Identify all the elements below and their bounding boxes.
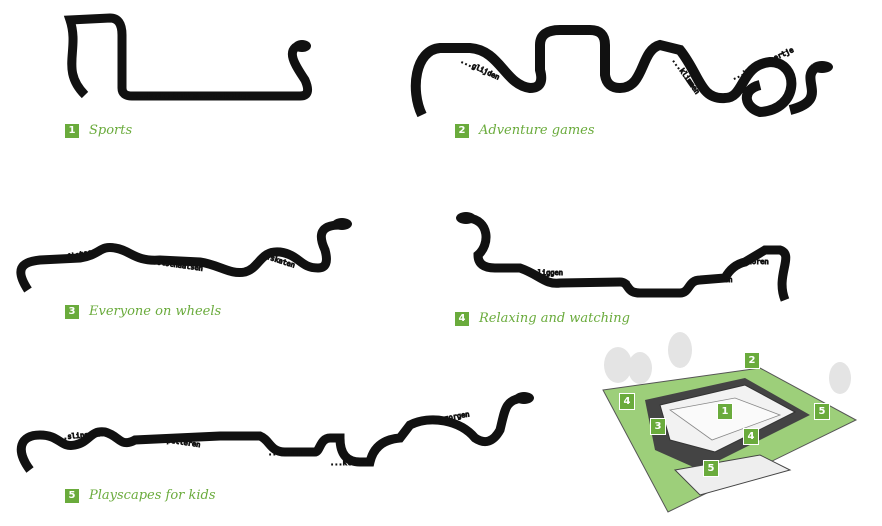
caption-relaxing: 4 Relaxing and watching xyxy=(455,311,630,326)
site-tag: 5 xyxy=(814,403,830,420)
section-title: Sports xyxy=(89,123,133,138)
snake-adventure: ...glijden ...hangen ...klimmen ...verst… xyxy=(410,25,833,118)
snake-label: ...voetballen xyxy=(195,92,250,100)
site-tag: 4 xyxy=(743,428,759,445)
snake-head xyxy=(293,40,311,52)
snake-wheels: ...fietscross ...rolschaatsen ...skaten xyxy=(16,218,352,293)
snake-label: ...varen xyxy=(268,449,302,457)
site-tag: 4 xyxy=(619,393,635,410)
caption-playscapes: 5 Playscapes for kids xyxy=(65,488,216,503)
snake-head xyxy=(514,392,534,404)
snake-head xyxy=(811,61,833,73)
snake-label: ...zien xyxy=(703,276,733,284)
caption-adventure: 2 Adventure games xyxy=(455,123,595,138)
snake-label: ...horen xyxy=(735,258,769,266)
section-title: Adventure games xyxy=(479,123,595,138)
snake-label: ...hangen xyxy=(565,27,603,35)
snake-relaxing: ...liggen ...zitten ...zien ...horen xyxy=(456,212,791,302)
site-plan xyxy=(602,332,858,513)
site-tag: 2 xyxy=(744,352,760,369)
section-title: Relaxing and watching xyxy=(479,311,630,326)
snake-label: ...basketballen xyxy=(135,92,198,100)
section-number: 2 xyxy=(455,123,469,138)
snake-label: ...kletsen xyxy=(330,459,372,467)
caption-sports: 1 Sports xyxy=(65,123,132,138)
snake-head xyxy=(332,218,352,230)
section-title: Everyone on wheels xyxy=(89,304,222,319)
snake-head xyxy=(456,212,476,224)
section-number: 4 xyxy=(455,311,469,326)
site-tag: 5 xyxy=(703,460,719,477)
section-title: Playscapes for kids xyxy=(89,488,216,503)
section-number: 5 xyxy=(65,488,79,503)
section-number: 1 xyxy=(65,123,79,138)
snake-label: ...liggen xyxy=(525,269,563,277)
site-tag: 3 xyxy=(650,418,666,435)
site-tag: 1 xyxy=(717,403,733,420)
caption-wheels: 3 Everyone on wheels xyxy=(65,304,221,319)
section-number: 3 xyxy=(65,304,79,319)
snake-label: ...zitten xyxy=(592,279,630,287)
snake-playscapes: ...slingeren ...spetteren ...varen ...kl… xyxy=(16,392,534,473)
snake-sports: ...basketballen ...voetballen xyxy=(63,13,313,101)
